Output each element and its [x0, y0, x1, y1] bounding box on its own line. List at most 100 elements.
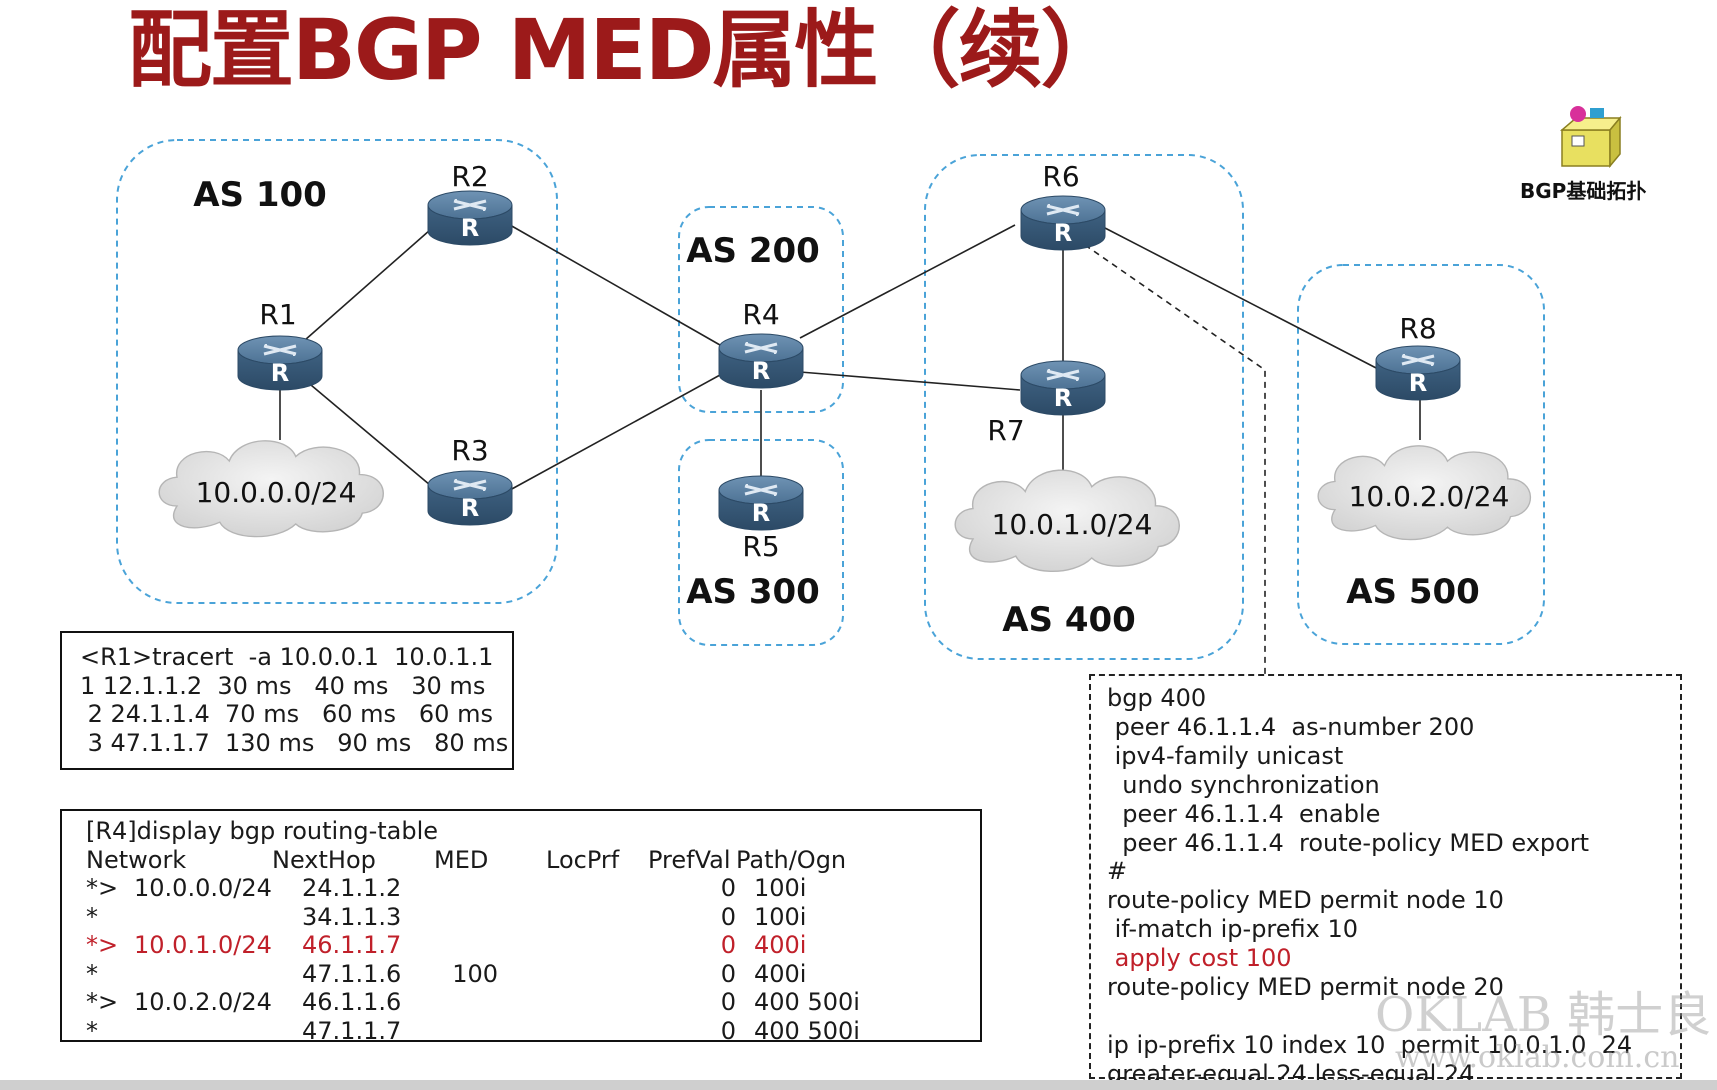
- table-row: *> 10.0.1.0/24 46.1.1.7 0 400i: [86, 931, 860, 960]
- locprf-cell: [546, 903, 648, 932]
- watermark-url: www.oklab.com.cn: [1395, 1040, 1680, 1075]
- med-cell: [434, 931, 546, 960]
- path-cell: 100i: [754, 902, 807, 931]
- router-label-r6: R6: [1042, 160, 1079, 193]
- cloud-net-10-0-0-0: 10.0.0.0/24: [158, 440, 384, 538]
- router-label-r7: R7: [987, 414, 1024, 447]
- link-r6-r8: [1104, 227, 1381, 371]
- config-line: route-policy MED permit node 10: [1107, 886, 1504, 915]
- tracert-line: 1 12.1.1.2 30 ms 40 ms 30 ms: [80, 671, 486, 700]
- prefval-cell: 0: [720, 959, 736, 988]
- path-cell: 400 500i: [754, 1016, 860, 1045]
- locprf-cell: [546, 960, 648, 989]
- config-line: if-match ip-prefix 10: [1107, 915, 1359, 944]
- package-icon[interactable]: [1559, 106, 1622, 169]
- nexthop-cell: 34.1.1.3: [302, 902, 402, 931]
- callout-line: [1084, 244, 1266, 675]
- router-r1[interactable]: R: [236, 334, 324, 392]
- router-glyph: R: [461, 494, 479, 522]
- link-r4-r7: [799, 371, 1021, 391]
- network-label: 10.0.0.0/24: [196, 476, 357, 509]
- router-glyph: R: [1054, 219, 1072, 247]
- topology-caption: BGP基础拓扑: [1520, 179, 1647, 203]
- locprf-cell: [546, 931, 648, 960]
- router-r8[interactable]: R: [1374, 344, 1462, 402]
- status-flag: *>: [86, 931, 119, 959]
- routing-table-command: [R4]display bgp routing-table: [86, 817, 439, 845]
- config-line: apply cost 100: [1107, 944, 1292, 973]
- med-cell: [434, 874, 546, 903]
- network-cell: *: [86, 960, 272, 989]
- tracert-line: 2 24.1.1.4 70 ms 60 ms 60 ms: [80, 700, 493, 728]
- router-r7[interactable]: R: [1019, 359, 1107, 417]
- network-cell: *> 10.0.1.0/24: [86, 931, 272, 960]
- status-flag: *>: [86, 988, 119, 1016]
- path-cell: 400i: [754, 931, 807, 959]
- prefval-cell: 0: [720, 988, 736, 1016]
- link-r1-r3: [304, 379, 431, 486]
- med-cell: [434, 1017, 546, 1046]
- router-glyph: R: [752, 357, 770, 385]
- watermark-brand: OKLAB 韩士良: [1375, 987, 1712, 1043]
- router-label-r4: R4: [742, 298, 779, 331]
- med-cell: [434, 903, 546, 932]
- network-prefix: 10.0.2.0/24: [134, 988, 272, 1016]
- as-area-100: [116, 139, 558, 604]
- network-cell: *: [86, 903, 272, 932]
- config-line: ipv4-family unicast: [1107, 741, 1344, 770]
- network-prefix: 10.0.1.0/24: [134, 931, 272, 959]
- as-area-500: [1297, 264, 1545, 645]
- col-prefval-header: PrefVal: [648, 845, 731, 874]
- network-cell: *: [86, 1017, 272, 1046]
- config-line: bgp 400: [1107, 684, 1207, 712]
- bgp-routing-table-box: [R4]display bgp routing-table Network Ne…: [60, 809, 982, 1045]
- router-r2[interactable]: R: [426, 189, 514, 247]
- path-cell: 400i: [754, 959, 807, 988]
- tracert-output-box: <R1>tracert -a 10.0.0.1 10.0.1.1 1 12.1.…: [60, 631, 514, 770]
- config-line: peer 46.1.1.4 enable: [1107, 799, 1381, 828]
- page-title: 配置BGP MED属性（续）: [128, 1, 1124, 99]
- network-label: 10.0.1.0/24: [992, 508, 1153, 541]
- col-path-header: Path/Ogn: [736, 845, 847, 874]
- status-flag: *: [86, 902, 98, 931]
- network-prefix: 10.0.0.0/24: [134, 874, 272, 902]
- routing-table: Network NextHop MED LocPrf PrefVal Path/…: [86, 846, 860, 1046]
- router-r6[interactable]: R: [1019, 194, 1107, 252]
- tracert-line: <R1>tracert -a 10.0.0.1 10.0.1.1: [80, 643, 494, 671]
- router-label-r8: R8: [1399, 312, 1436, 345]
- router-label-r5: R5: [742, 530, 779, 563]
- router-r3[interactable]: R: [426, 469, 514, 527]
- as-label-400: AS 400: [1002, 600, 1136, 640]
- as-area-300: [678, 439, 844, 646]
- locprf-cell: [546, 988, 648, 1017]
- router-glyph: R: [271, 359, 289, 387]
- bgp-config-box: bgp 400 peer 46.1.1.4 as-number 200 ipv4…: [1089, 674, 1682, 1088]
- nexthop-cell: 46.1.1.7: [302, 931, 402, 959]
- link-r2-r4: [509, 224, 721, 346]
- config-line: undo synchronization: [1107, 770, 1380, 799]
- locprf-cell: [546, 1017, 648, 1046]
- prefval-cell: 0: [720, 931, 736, 959]
- as-label-100: AS 100: [193, 175, 327, 215]
- network-cell: *>10.0.0.0/24: [86, 874, 272, 903]
- router-label-r2: R2: [451, 160, 488, 193]
- col-locprf-header: LocPrf: [546, 845, 620, 874]
- config-line: route-policy MED permit node 20: [1107, 973, 1504, 1002]
- router-label-r3: R3: [451, 434, 488, 467]
- prefval-cell: 0: [720, 1016, 736, 1045]
- cloud-net-10-0-1-0: 10.0.1.0/24: [954, 469, 1180, 573]
- table-header-row: Network NextHop MED LocPrf PrefVal Path/…: [86, 846, 860, 875]
- as-label-500: AS 500: [1346, 572, 1480, 612]
- router-r5[interactable]: R: [717, 474, 805, 532]
- as-label-200: AS 200: [686, 231, 820, 271]
- config-line: ip ip-prefix 10 index 10 permit 10.0.1.0…: [1107, 1030, 1633, 1059]
- router-glyph: R: [1054, 384, 1072, 412]
- as-area-400: [924, 154, 1244, 660]
- router-r4[interactable]: R: [717, 332, 805, 390]
- med-cell: [434, 988, 546, 1017]
- links: [279, 224, 1421, 491]
- med-cell: 100: [452, 959, 498, 988]
